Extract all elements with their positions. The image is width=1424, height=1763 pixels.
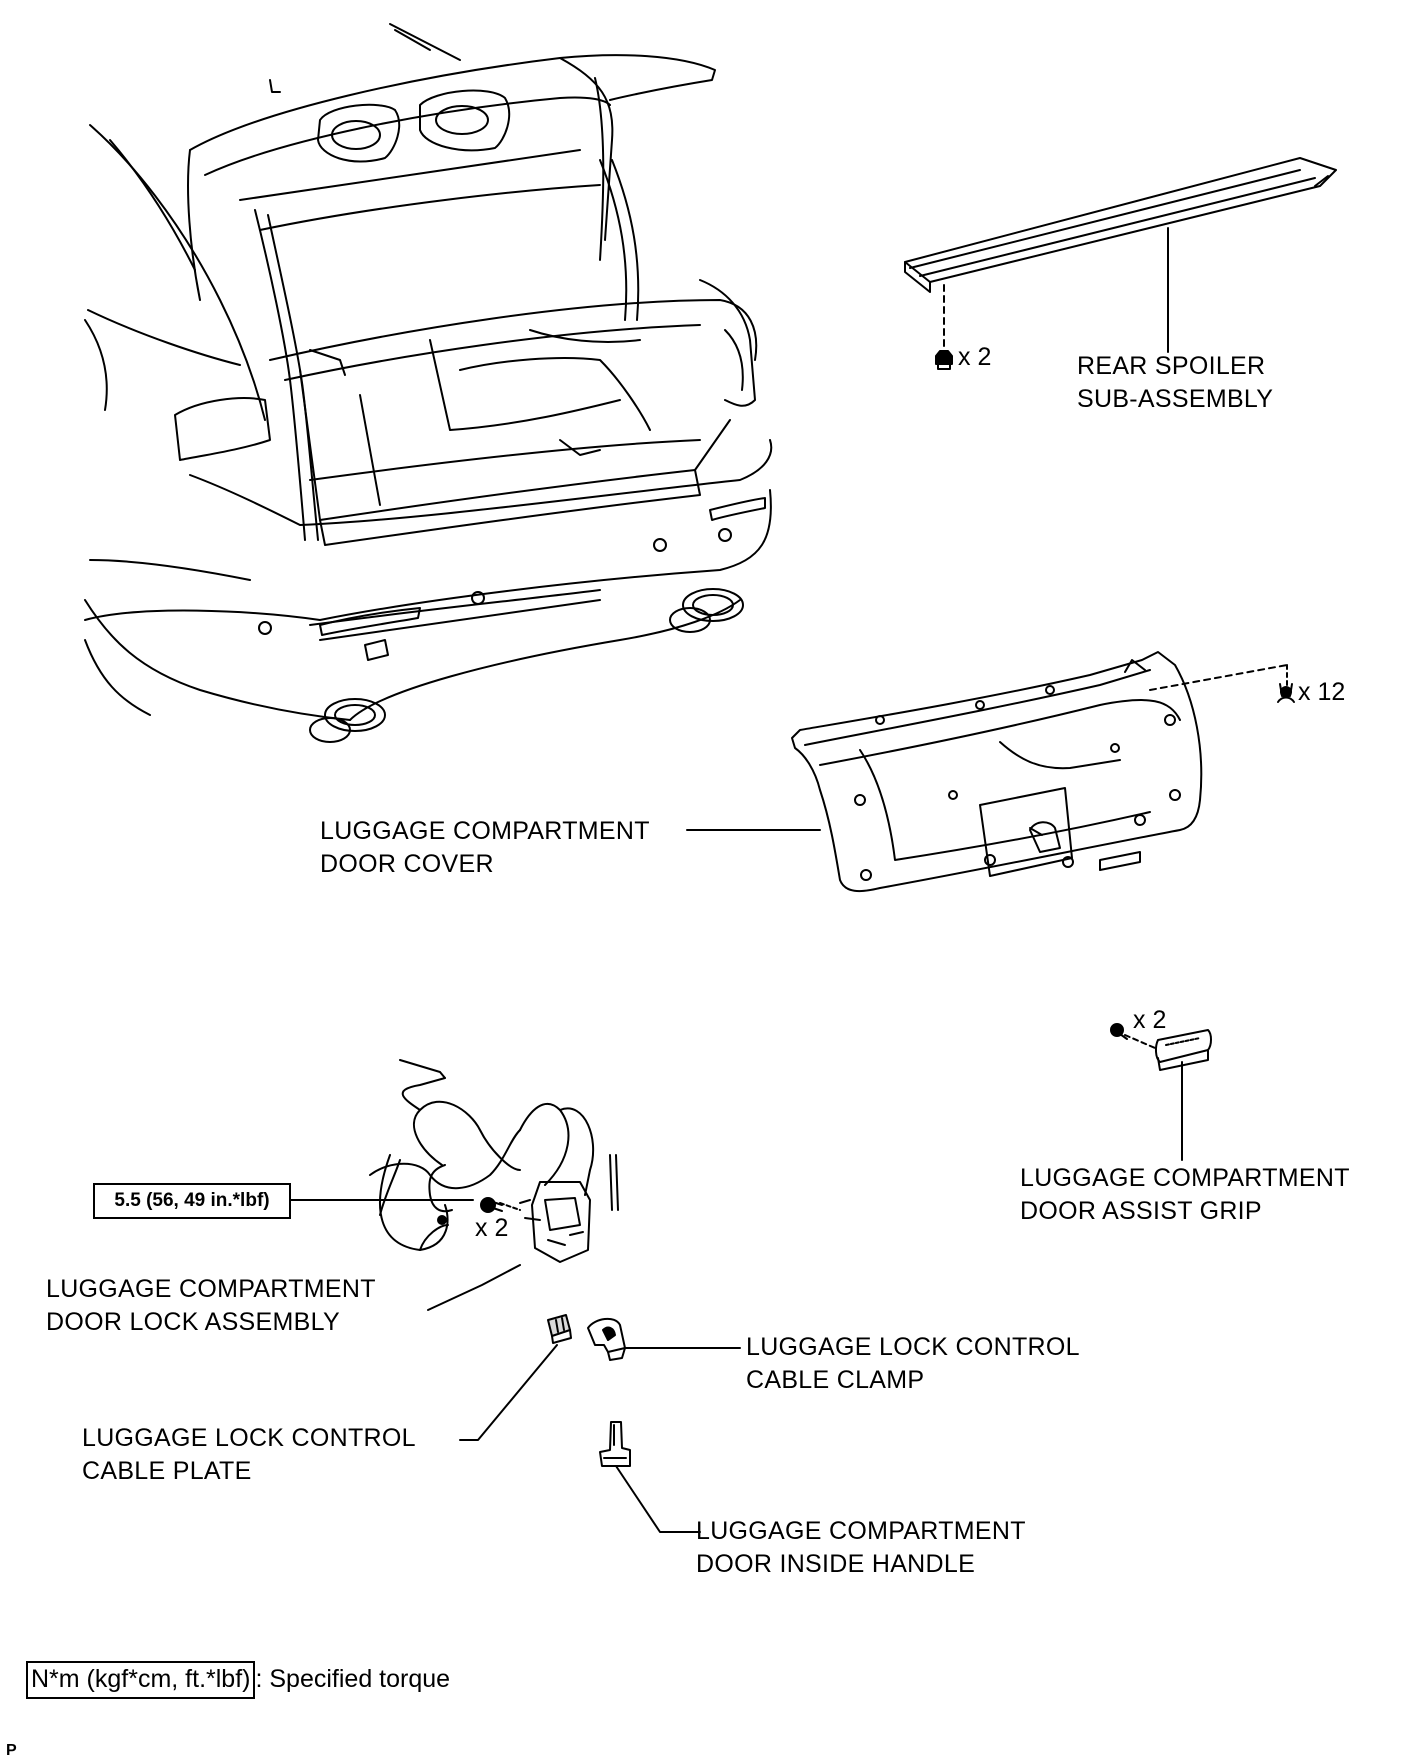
rear-spoiler-drawing — [904, 157, 1337, 353]
figure-code: P — [6, 1742, 17, 1759]
lock-assembly-drawing — [290, 1059, 619, 1311]
rear-spoiler-label-line2: SUB-ASSEMBLY — [1077, 385, 1274, 413]
legend-description: : Specified torque — [255, 1665, 451, 1693]
assist-grip-label-line2: DOOR ASSIST GRIP — [1020, 1197, 1262, 1225]
assist-grip-drawing — [1124, 1029, 1212, 1161]
cable-clamp-label: LUGGAGE LOCK CONTROL CABLE CLAMP — [746, 1331, 1080, 1397]
torque-spec-box: 5.5 (56, 49 in.*lbf) — [93, 1183, 291, 1219]
lock-assembly-label: LUGGAGE COMPARTMENT DOOR LOCK ASSEMBLY — [46, 1273, 376, 1339]
lock-assembly-label-line1: LUGGAGE COMPARTMENT — [46, 1275, 376, 1303]
inside-handle-label: LUGGAGE COMPARTMENT DOOR INSIDE HANDLE — [696, 1515, 1026, 1581]
cable-plate-drawing — [459, 1314, 572, 1441]
legend-unit-box: N*m (kgf*cm, ft.*lbf) — [26, 1661, 256, 1699]
inside-handle-label-line2: DOOR INSIDE HANDLE — [696, 1550, 976, 1578]
cable-plate-label-line1: LUGGAGE LOCK CONTROL — [82, 1424, 416, 1452]
spoiler-nut-quantity: x 2 — [958, 343, 992, 371]
assist-grip-label-line1: LUGGAGE COMPARTMENT — [1020, 1164, 1350, 1192]
bolt-icon — [480, 1197, 503, 1213]
cable-clamp-drawing — [587, 1317, 741, 1361]
rear-spoiler-label-line1: REAR SPOILER — [1077, 352, 1266, 380]
assist-grip-label: LUGGAGE COMPARTMENT DOOR ASSIST GRIP — [1020, 1162, 1350, 1228]
door-cover-label: LUGGAGE COMPARTMENT DOOR COVER — [320, 815, 650, 881]
clip-icon — [1277, 683, 1295, 703]
flange-bolt-icon — [437, 1215, 447, 1225]
torque-legend: N*m (kgf*cm, ft.*lbf): Specified torque — [26, 1660, 450, 1700]
rear-spoiler-label: REAR SPOILER SUB-ASSEMBLY — [1077, 350, 1273, 416]
cable-plate-label-line2: CABLE PLATE — [82, 1457, 252, 1485]
lock-bolt-quantity: x 2 — [475, 1214, 509, 1242]
door-cover-label-line1: LUGGAGE COMPARTMENT — [320, 817, 650, 845]
inside-handle-label-line1: LUGGAGE COMPARTMENT — [696, 1517, 1026, 1545]
nut-icon — [935, 350, 953, 370]
vehicle-rear-drawing — [84, 23, 773, 743]
door-cover-drawing — [686, 651, 1288, 893]
cover-clip-quantity: x 12 — [1298, 678, 1346, 706]
cable-clamp-label-line1: LUGGAGE LOCK CONTROL — [746, 1333, 1080, 1361]
lock-assembly-label-line2: DOOR LOCK ASSEMBLY — [46, 1308, 340, 1336]
door-cover-label-line2: DOOR COVER — [320, 850, 494, 878]
grip-screw-quantity: x 2 — [1133, 1006, 1167, 1034]
cable-clamp-label-line2: CABLE CLAMP — [746, 1366, 925, 1394]
cable-plate-label: LUGGAGE LOCK CONTROL CABLE PLATE — [82, 1422, 416, 1488]
screw-icon — [1110, 1023, 1128, 1040]
inside-handle-drawing — [599, 1421, 701, 1533]
